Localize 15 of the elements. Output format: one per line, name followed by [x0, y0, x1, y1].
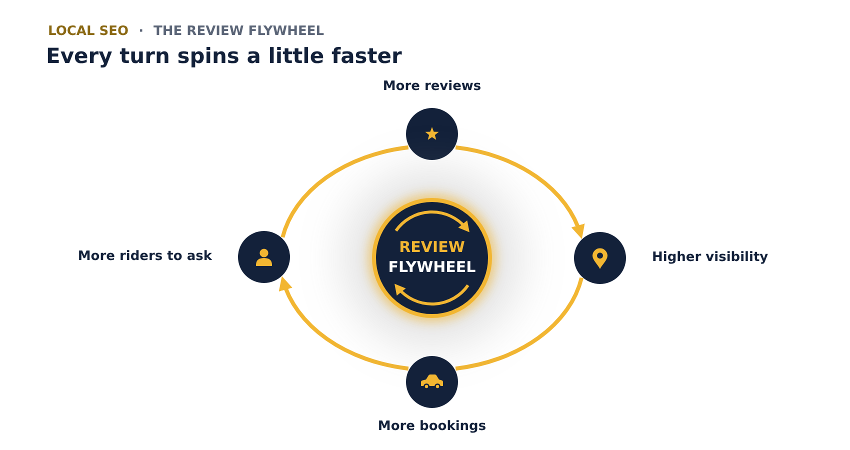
cycle-arrow	[455, 145, 584, 239]
cycle-arrow	[280, 276, 409, 371]
separator: ·	[138, 24, 144, 40]
step-label: More bookings	[378, 419, 486, 435]
step-label: More riders to ask	[78, 249, 212, 265]
step-label: More reviews	[382, 79, 482, 95]
subtitle-label: THE REVIEW FLYWHEEL	[154, 24, 324, 40]
cycle-arc	[455, 277, 584, 371]
hub-title: FLYWHEEL	[388, 259, 476, 275]
section-label: LOCAL SEO	[48, 24, 129, 40]
cycle-arc	[280, 145, 409, 238]
step-label: Higher visibility	[652, 250, 768, 266]
hub-circle	[372, 198, 492, 318]
hub-title: REVIEW	[399, 239, 465, 255]
diagram-title: Every turn spins a little faster	[46, 43, 402, 70]
